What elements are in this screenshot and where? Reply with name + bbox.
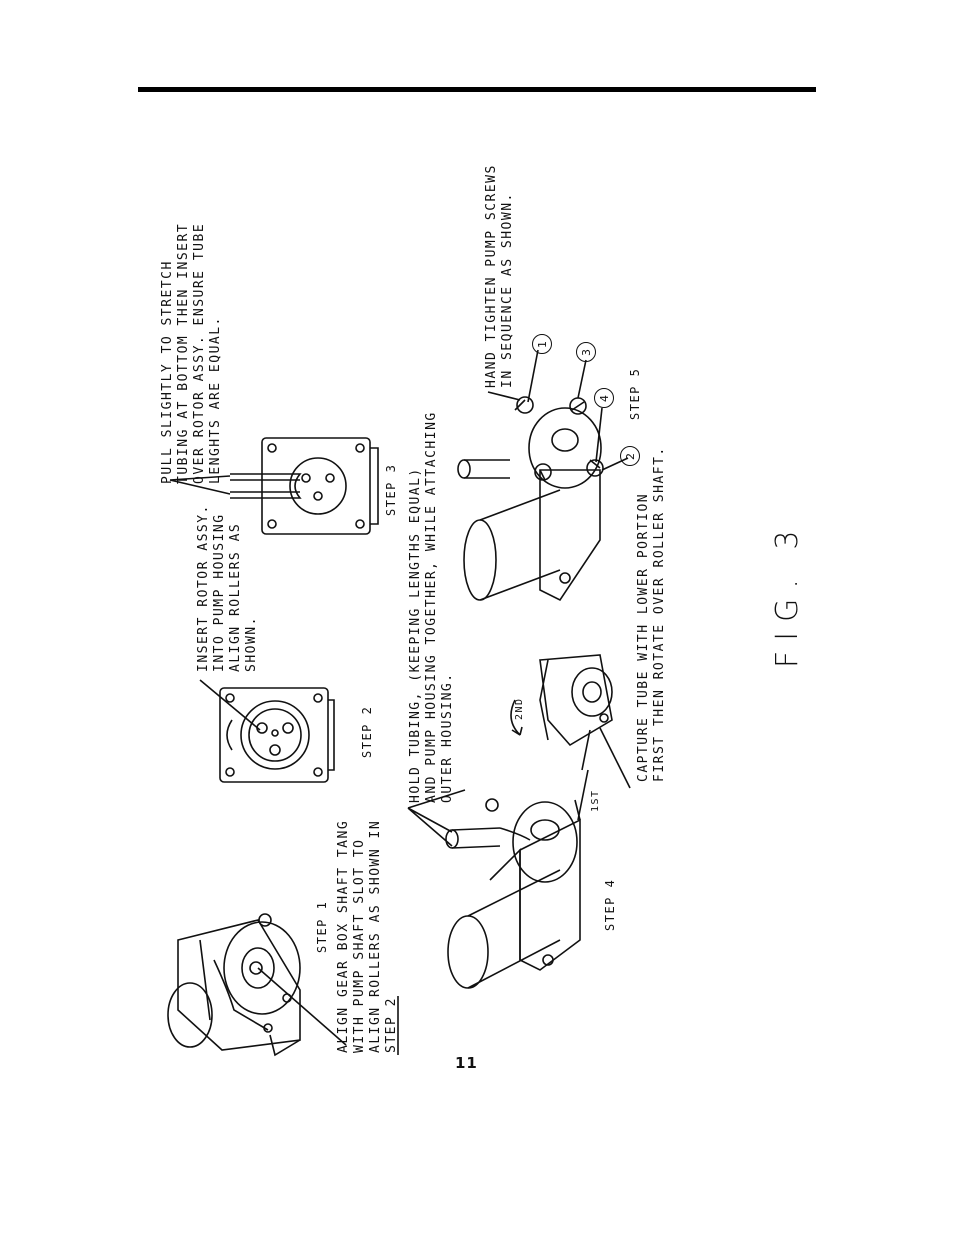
step3-leader [169, 475, 231, 495]
step4-label: STEP 4 [603, 878, 617, 931]
screw-number-2: 2 [620, 446, 640, 466]
step2-label: STEP 2 [360, 705, 374, 758]
first-label: 1ST [590, 789, 601, 812]
screw-number-4: 4 [594, 388, 614, 408]
figure-label: FIG. 3 [770, 520, 805, 668]
screw3-leader [577, 359, 587, 399]
top-rule [138, 87, 816, 92]
step5-label: STEP 5 [628, 367, 642, 420]
second-label: 2ND [514, 697, 525, 720]
step4-drawing [445, 798, 581, 989]
screw1-leader [527, 349, 539, 403]
screw-number-3: 3 [576, 342, 596, 362]
step3-instruction: PULL SLIGHTLY TO STRETCH TUBING AT BOTTO… [160, 222, 223, 484]
capture-tube-drawing [510, 654, 613, 771]
step2-leader [199, 679, 261, 731]
step1-leader [257, 967, 347, 1046]
step3-drawing [230, 437, 379, 535]
step3-label: STEP 3 [384, 463, 398, 516]
step4-leader [407, 789, 466, 847]
step2-instruction: INSERT ROTOR ASSY. INTO PUMP HOUSING ALI… [196, 504, 259, 672]
page-number: 11 [455, 1054, 478, 1072]
step4-instruction: HOLD TUBING, (KEEPING LENGTHS EQUAL) AND… [408, 411, 455, 803]
step5-drawing [457, 396, 604, 602]
step1-instruction: ALIGN GEAR BOX SHAFT TANG WITH PUMP SHAF… [336, 819, 399, 1053]
step1-drawing [167, 913, 301, 1057]
screw-number-1: 1 [532, 334, 552, 354]
step1-label: STEP 1 [315, 900, 329, 953]
screw4-leader [595, 407, 603, 463]
step5-leader [487, 391, 521, 401]
capture-leader [599, 727, 631, 789]
step2-drawing [219, 687, 335, 783]
step5-instruction: HAND TIGHTEN PUMP SCREWS IN SEQUENCE AS … [484, 164, 515, 388]
capture-tube-note: CAPTURE TUBE WITH LOWER PORTION FIRST TH… [636, 446, 667, 782]
first-arrow [577, 769, 589, 821]
